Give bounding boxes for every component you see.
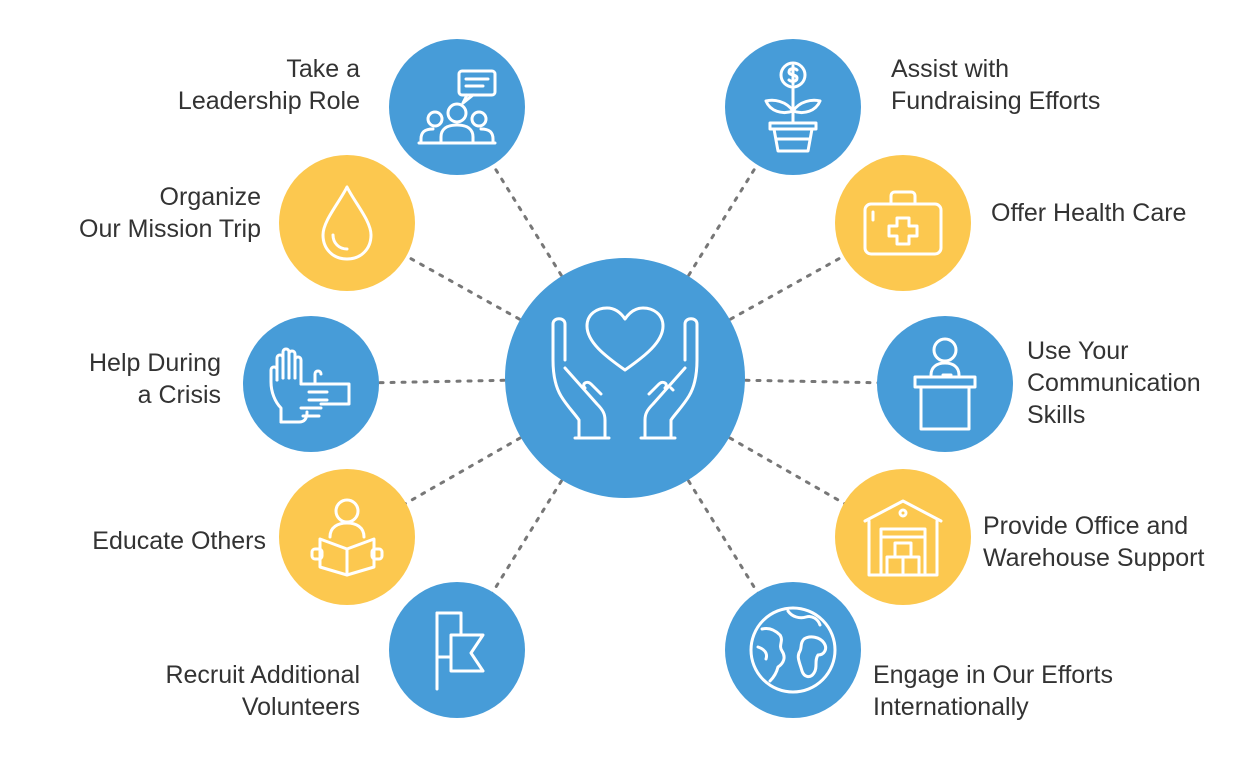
label-line: Provide Office and: [983, 512, 1189, 540]
team-speech-bubble-icon: [417, 69, 497, 145]
water-drop-icon: [321, 185, 373, 261]
label-educate: Educate Others: [92, 525, 266, 557]
flag-icon: [435, 611, 485, 691]
helping-hands-icon: [269, 347, 351, 424]
caring-hands-heart-icon: [551, 306, 699, 440]
node-crisis: [243, 316, 379, 452]
label-line: Internationally: [873, 693, 1029, 721]
globe-icon: [749, 606, 837, 694]
label-line: Take a: [286, 55, 360, 83]
label-line: a Crisis: [137, 381, 221, 409]
center-node: [505, 258, 745, 498]
label-leadership: Take a Leadership Role: [178, 53, 360, 117]
node-international: [725, 582, 861, 718]
label-line: Assist with: [891, 55, 1010, 83]
label-line: Our Mission Trip: [79, 215, 261, 243]
label-line: Volunteers: [241, 693, 360, 721]
label-line: Use Your: [1027, 337, 1129, 365]
label-line: Fundraising Efforts: [891, 87, 1101, 115]
node-mission-trip: [279, 155, 415, 291]
label-crisis: Help During a Crisis: [89, 347, 221, 411]
node-fundraising: [725, 39, 861, 175]
node-communication: [877, 316, 1013, 452]
label-line: Educate Others: [92, 527, 266, 555]
reading-person-icon: [310, 498, 384, 577]
label-line: Leadership Role: [177, 87, 360, 115]
node-leadership: [389, 39, 525, 175]
label-line: Communication: [1027, 369, 1201, 397]
first-aid-kit-icon: [863, 190, 943, 256]
node-warehouse: [835, 469, 971, 605]
money-plant-icon: [764, 61, 822, 153]
label-line: Recruit Additional: [165, 661, 360, 689]
label-health-care: Offer Health Care: [991, 197, 1186, 229]
label-line: Offer Health Care: [991, 199, 1187, 227]
warehouse-boxes-icon: [863, 499, 943, 577]
label-line: Warehouse Support: [983, 544, 1205, 572]
label-line: Skills: [1027, 401, 1086, 429]
label-warehouse: Provide Office and Warehouse Support: [983, 510, 1204, 574]
label-line: Engage in Our Efforts: [873, 661, 1113, 689]
node-health-care: [835, 155, 971, 291]
label-international: Engage in Our Efforts Internationally: [873, 659, 1113, 723]
label-recruit: Recruit Additional Volunteers: [165, 659, 360, 723]
label-line: Organize: [159, 183, 261, 211]
label-fundraising: Assist with Fundraising Efforts: [891, 53, 1100, 117]
speaker-podium-icon: [913, 337, 977, 431]
label-mission-trip: Organize Our Mission Trip: [79, 181, 261, 245]
connector-crisis: [309, 376, 627, 386]
node-educate: [279, 469, 415, 605]
node-recruit: [389, 582, 525, 718]
label-line: Help During: [88, 349, 221, 377]
label-communication: Use Your Communication Skills: [1027, 335, 1201, 431]
